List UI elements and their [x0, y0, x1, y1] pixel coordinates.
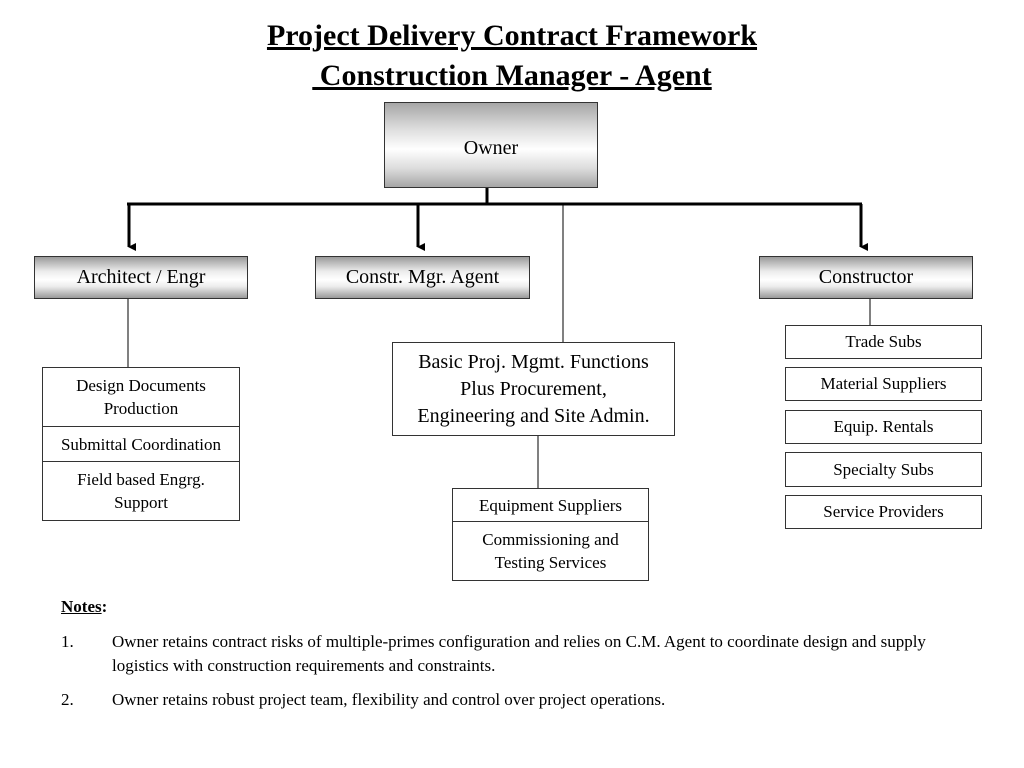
notes-section: Notes: 1. Owner retains contract risks o… [61, 595, 961, 712]
cm-functions-line: Basic Proj. Mgmt. Functions [418, 350, 649, 373]
owner-connectors [127, 188, 871, 488]
constructor-item-specialty-subs: Specialty Subs [785, 452, 982, 487]
cm-contract-item: Commissioning and Testing Services [482, 530, 619, 572]
note-text: Owner retains contract risks of multiple… [112, 632, 926, 675]
cm-functions-line: Engineering and Site Admin. [417, 404, 650, 427]
architect-engr-box: Architect / Engr [34, 256, 248, 299]
cm-functions-box: Basic Proj. Mgmt. Functions Plus Procure… [392, 342, 675, 436]
owner-box: Owner [384, 102, 598, 188]
architect-task-item: Field based Engrg. Support [77, 470, 205, 512]
notes-colon: : [101, 597, 108, 616]
note-item: 1. Owner retains contract risks of multi… [61, 630, 961, 678]
diagram-title: Project Delivery Contract Framework [266, 19, 758, 52]
cm-agent-box: Constr. Mgr. Agent [315, 256, 530, 299]
constructor-item-equip-rentals: Equip. Rentals [785, 410, 982, 444]
note-text: Owner retains robust project team, flexi… [112, 690, 666, 709]
constructor-item-trade-subs: Trade Subs [785, 325, 982, 359]
architect-task-item: Design Documents Production [43, 368, 239, 427]
constructor-box: Constructor [759, 256, 973, 299]
cm-contracts-list: Equipment Suppliers Commissioning and Te… [452, 488, 649, 581]
architect-task-item: Submittal Coordination [43, 427, 239, 462]
cm-contract-item: Equipment Suppliers [453, 489, 648, 522]
note-number: 2. [61, 690, 74, 709]
constructor-item-material-suppliers: Material Suppliers [785, 367, 982, 401]
notes-heading: Notes: [61, 595, 961, 619]
notes-title: Notes [61, 597, 102, 616]
note-item: 2. Owner retains robust project team, fl… [61, 688, 961, 712]
cm-functions-line: Plus Procurement, [460, 377, 607, 400]
note-number: 1. [61, 632, 74, 651]
constructor-item-service-providers: Service Providers [785, 495, 982, 529]
architect-tasks-list: Design Documents Production Submittal Co… [42, 367, 240, 521]
diagram-subtitle: Construction Manager - Agent [312, 59, 712, 92]
